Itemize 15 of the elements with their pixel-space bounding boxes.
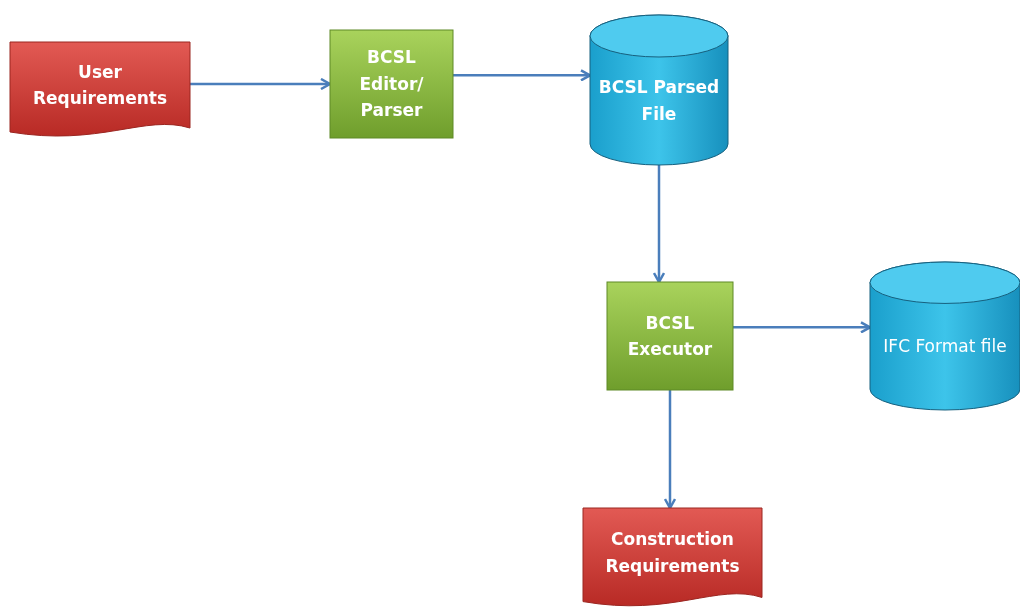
node-label: IFC Format file	[883, 335, 1007, 359]
database-cylinder	[590, 15, 728, 165]
arrow	[190, 77, 332, 91]
node-label: User Requirements	[31, 60, 169, 110]
node-label: Construction Requirements	[604, 528, 741, 578]
arrow	[663, 390, 677, 510]
node-label: BCSL Parsed File	[597, 76, 721, 126]
node-label: BCSL Executor	[626, 311, 714, 361]
node-label: BCSL Editor/ Parser	[358, 46, 425, 123]
arrow	[453, 69, 592, 82]
process-box	[330, 30, 453, 138]
arrow	[733, 321, 872, 334]
process-box	[607, 282, 733, 390]
database-cylinder	[870, 262, 1020, 410]
arrow	[652, 165, 666, 284]
